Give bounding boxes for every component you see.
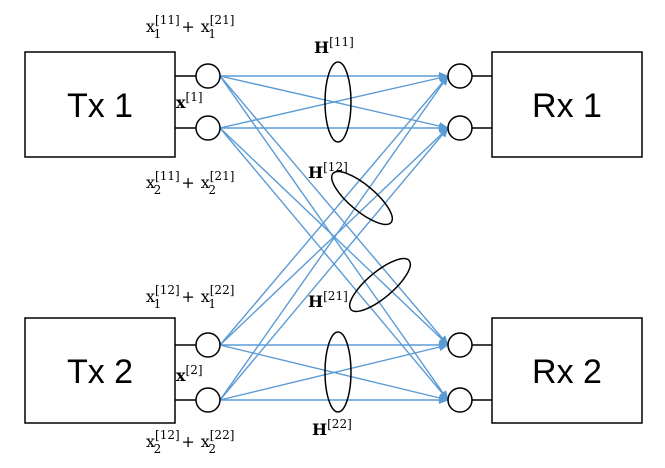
tx2-antenna2-signal: x[12]2+x[22]2: [146, 428, 234, 456]
x2-signal-label: x[2]: [176, 363, 203, 385]
rx2-antenna2: [447, 387, 473, 413]
rx1-antenna2: [447, 115, 473, 141]
rx2-antenna1: [447, 332, 473, 358]
link-tx2-a2-to-rx1-a1: [219, 75, 449, 401]
h12-label: H[12]: [308, 160, 348, 182]
h11-label: H[11]: [314, 35, 354, 57]
tx1-antenna1: [195, 63, 221, 89]
rx2-block: [491, 317, 643, 424]
h12-ellipse: [330, 170, 394, 226]
rx1-block: [491, 51, 643, 158]
tx1-label: Tx 1: [67, 87, 133, 125]
x1-signal-label: x[1]: [176, 90, 203, 112]
tx1-antenna2-signal: x[11]2+x[21]2: [146, 169, 234, 197]
link-tx2-a2-to-rx1-a2: [219, 127, 449, 401]
rx1-label: Rx 1: [532, 87, 602, 125]
h11-ellipse: [324, 61, 352, 143]
tx1-antenna2: [195, 115, 221, 141]
link-tx2-a1-to-rx1-a1: [219, 75, 449, 346]
tx2-block: [24, 317, 176, 424]
link-tx2-a1-to-rx1-a2: [219, 127, 449, 346]
tx1-block: [24, 51, 176, 158]
channel-links: [219, 72, 449, 404]
h21-ellipse: [348, 257, 412, 313]
rx2-label: Rx 2: [532, 353, 602, 391]
tx2-antenna1: [195, 332, 221, 358]
tx2-label: Tx 2: [67, 353, 133, 391]
h21-label: H[21]: [308, 289, 348, 311]
link-tx2-a2-to-rx2-a1: [219, 343, 449, 401]
rx1-antenna1: [447, 63, 473, 89]
link-tx1-a2-to-rx1-a1: [219, 74, 449, 129]
tx2-antenna1-signal: x[12]1+x[22]1: [146, 283, 234, 311]
h22-ellipse: [324, 331, 352, 413]
tx2-antenna2: [195, 387, 221, 413]
tx1-antenna1-signal: x[11]1+x[21]1: [146, 13, 234, 41]
h22-label: H[22]: [312, 417, 352, 439]
